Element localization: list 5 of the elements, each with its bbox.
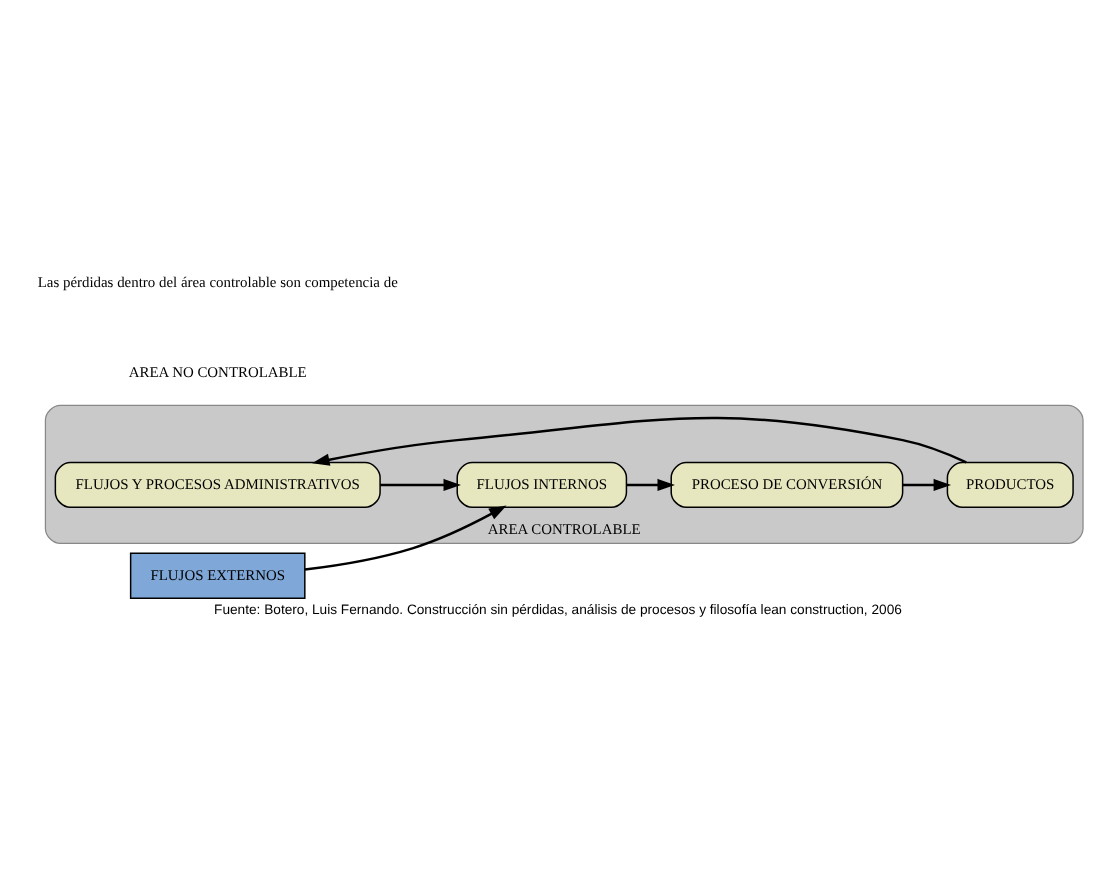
arrow [626, 478, 675, 492]
arrow [380, 478, 461, 492]
arrow [312, 416, 967, 466]
arrow [304, 505, 507, 571]
arrow [902, 478, 952, 492]
